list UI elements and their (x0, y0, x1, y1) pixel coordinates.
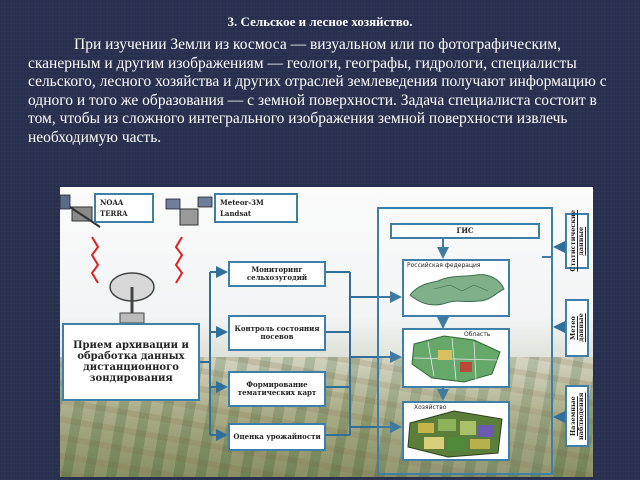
satellite-name-terra: TERRA (100, 209, 128, 218)
source-label-statistics: Статистические данные (569, 210, 585, 272)
source-box-ground: Наземные наблюдения (565, 385, 589, 447)
source-label-ground: Наземные наблюдения (569, 392, 585, 440)
map-card-russia: Российская федерация (402, 259, 510, 317)
map-card-region: Область (402, 328, 510, 388)
slide-body-text: При изучении Земли из космоса — визуальн… (28, 36, 607, 146)
satellite-left-icon (60, 194, 101, 228)
map-card-farm: Хозяйство (402, 401, 510, 461)
task-box-crop-control: Контроль состояния посевов (228, 315, 326, 351)
gis-label-box: ГИС (390, 223, 540, 239)
satellite-name-landsat: Landsat (220, 209, 252, 218)
processing-box: Прием архивации и обработка данных диста… (62, 323, 200, 401)
satellite-box-noaa-terra: NOAA TERRA (94, 193, 154, 223)
russia-map-icon (409, 274, 505, 306)
slide-title: 3. Сельское и лесное хозяйство. (227, 14, 413, 29)
source-label-meteo: Метео данные (569, 313, 585, 343)
map-label-region: Область (464, 331, 491, 338)
region-map-icon (411, 335, 501, 383)
satellite-box-meteor-landsat: Meteor-3M Landsat (214, 193, 298, 223)
task-box-monitoring: Мониторинг сельхозугодий (228, 261, 326, 287)
task-box-yield-estimate: Оценка урожайности (228, 423, 326, 451)
farm-map-icon (407, 410, 503, 458)
agro-monitoring-diagram: NOAA TERRA Meteor-3M Landsat Прием архив… (60, 187, 593, 477)
satellite-right-icon (165, 196, 213, 226)
map-label-farm: Хозяйство (414, 404, 447, 411)
diagram-connectors (60, 194, 565, 441)
satellite-name-noaa: NOAA (100, 198, 124, 207)
ground-station-dish-icon (109, 272, 155, 324)
task-box-thematic-maps: Формирование тематических карт (228, 371, 326, 407)
source-box-statistics: Статистические данные (565, 210, 589, 272)
source-box-meteo: Метео данные (565, 299, 589, 357)
satellite-name-meteor: Meteor-3M (220, 198, 264, 207)
map-label-russia: Российская федерация (407, 262, 481, 269)
